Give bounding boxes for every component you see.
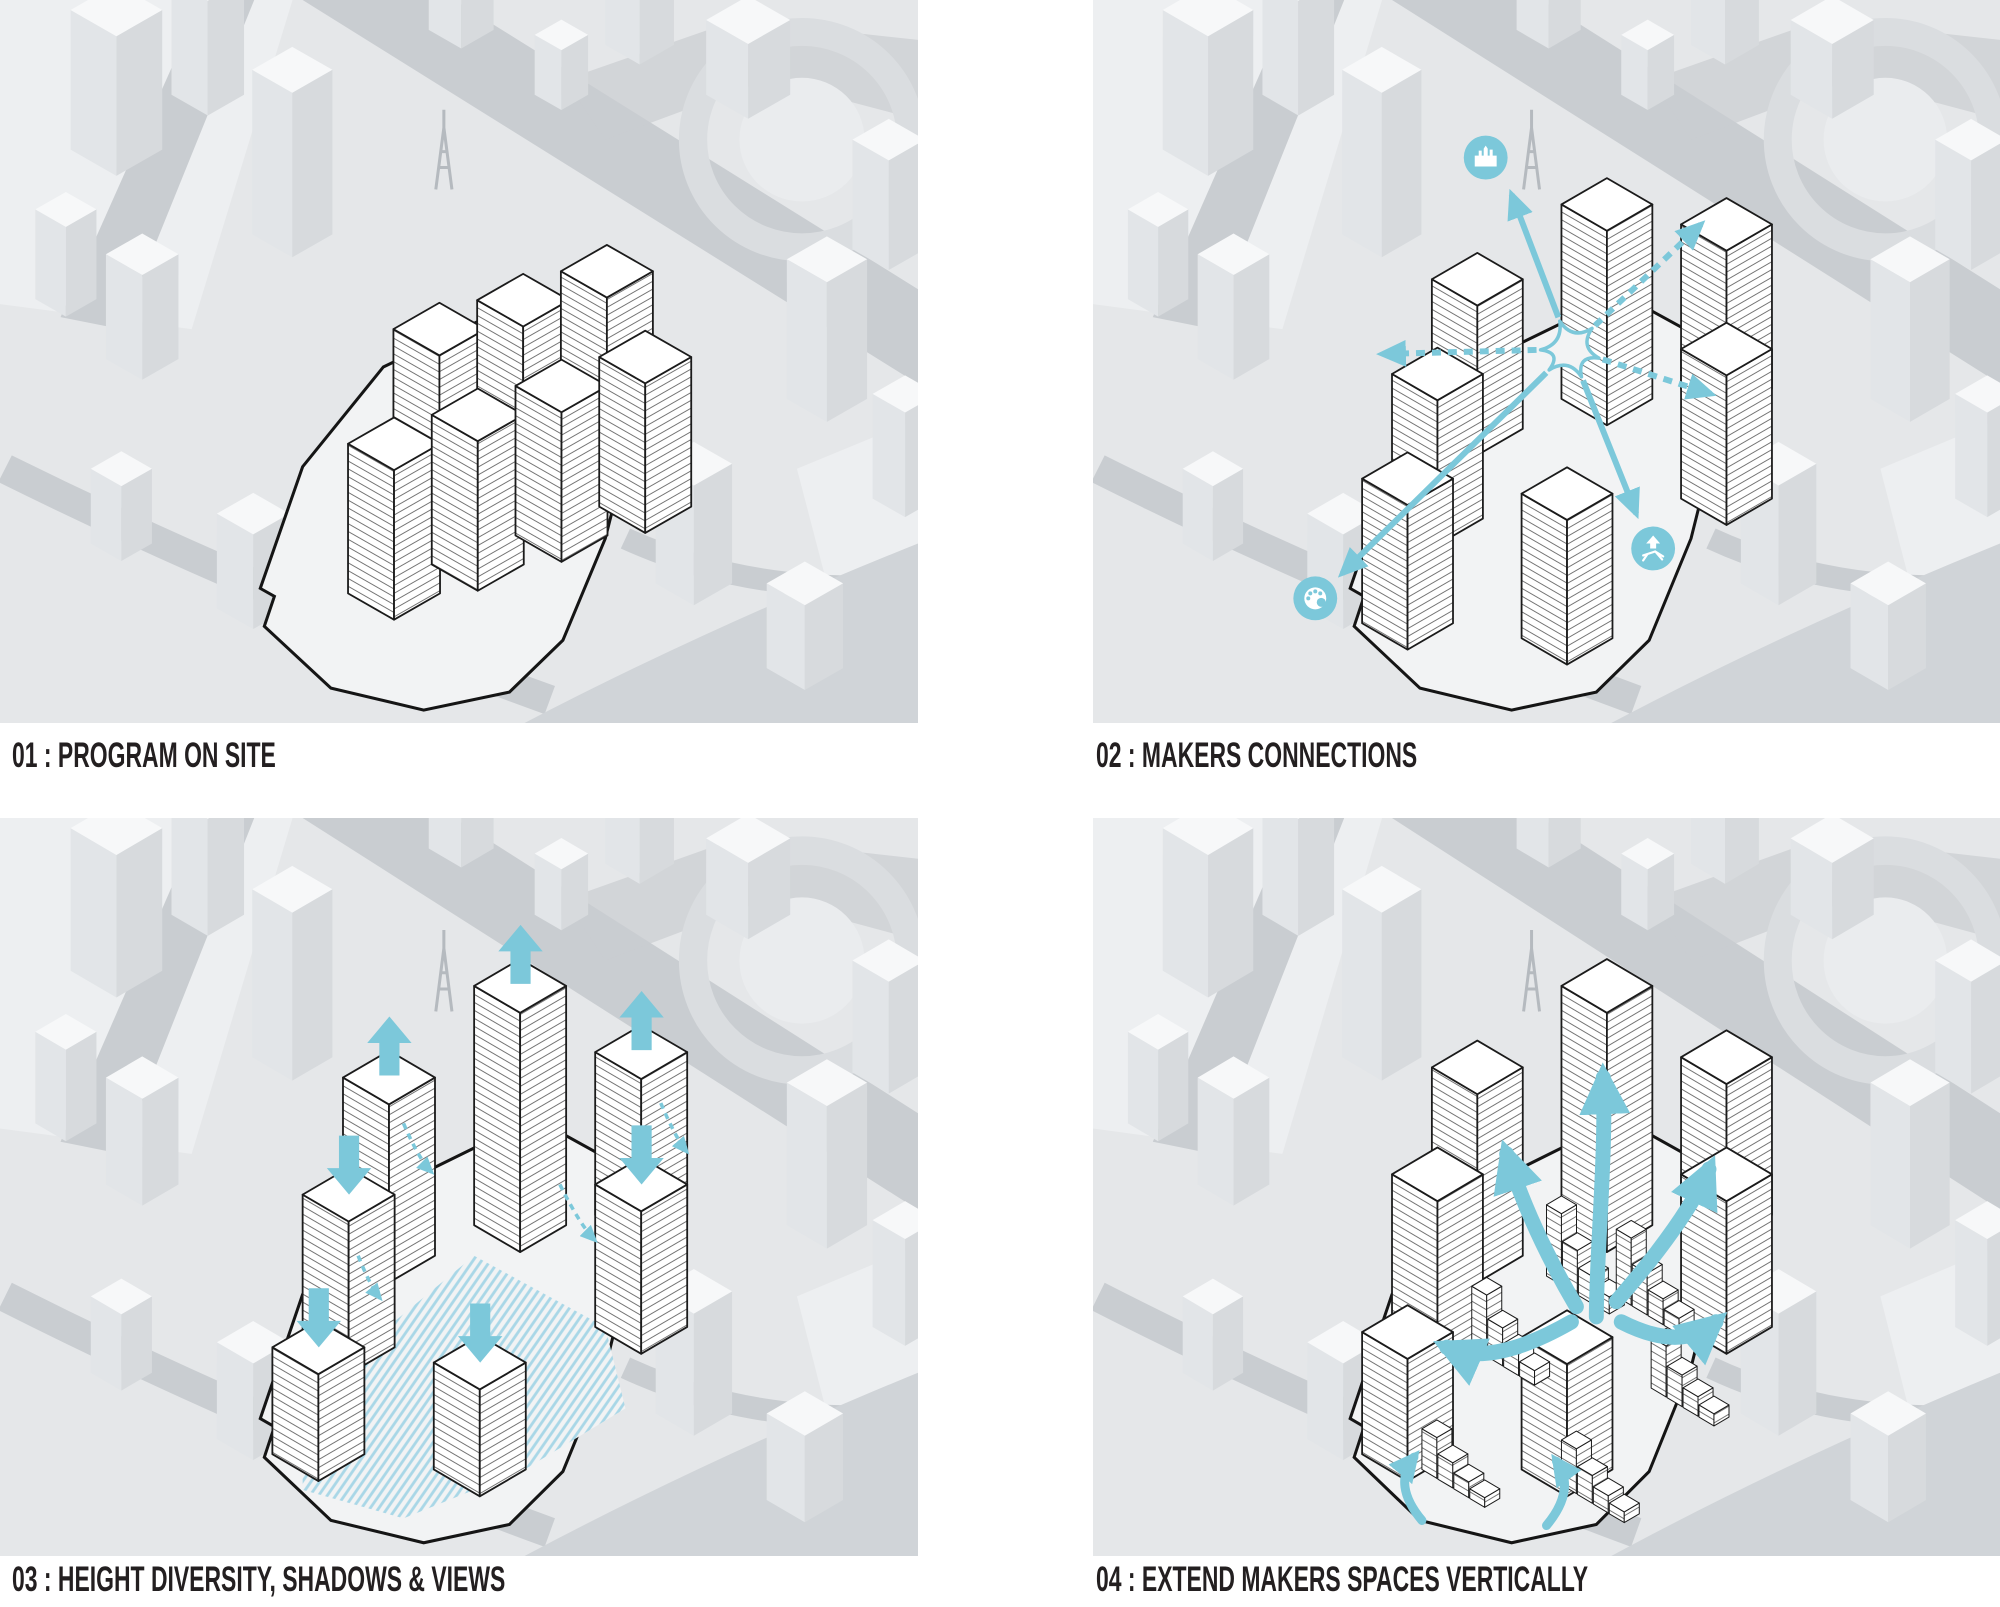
diagram-02 [1093, 0, 2000, 723]
growth-arrows [1388, 1062, 1728, 1531]
arrow-to-city [1507, 188, 1562, 319]
shadow-direction-arrow [356, 1255, 383, 1302]
caption-02: 02 : MAKERS CONNECTIONS [1096, 734, 1418, 776]
radio-tower-icon [434, 929, 454, 1012]
growth-arrow-small [1388, 1450, 1427, 1525]
diagram-04 [1093, 818, 2000, 1556]
diagram-01 [0, 0, 918, 723]
tower [598, 329, 693, 534]
voxel-cluster [1560, 1430, 1640, 1524]
up-arrow [498, 924, 543, 984]
growth-arrow [1493, 1139, 1584, 1315]
down-arrow [619, 1125, 664, 1185]
growth-arrow [1613, 1311, 1728, 1366]
shadow-direction-arrow [558, 1183, 598, 1243]
tower [514, 358, 609, 563]
tower [1698, 1395, 1730, 1427]
tower [1560, 177, 1654, 427]
growth-arrow [1608, 1155, 1718, 1310]
tower [271, 1319, 366, 1482]
radio-tower-icon [434, 109, 454, 190]
caption-01: 01 : PROGRAM ON SITE [12, 734, 276, 776]
tower [1469, 1479, 1501, 1508]
caption-03: 03 : HEIGHT DIVERSITY, SHADOWS & VIEWS [12, 1558, 506, 1600]
voxel-cluster [1421, 1419, 1501, 1508]
tower [432, 1334, 527, 1498]
up-arrow [619, 991, 664, 1051]
radio-tower-icon [1522, 929, 1542, 1012]
down-arrow [326, 1135, 372, 1195]
palette-icon [1293, 576, 1338, 621]
arrow-east [1601, 356, 1717, 400]
growth-arrow-small [1542, 1453, 1582, 1531]
voxel-cluster [1471, 1276, 1551, 1386]
up-arrow [367, 1016, 412, 1076]
growth-arrow [1433, 1314, 1579, 1386]
voxel-cluster [1650, 1327, 1730, 1427]
panel-height-diversity [0, 818, 918, 1556]
height-arrows [296, 924, 690, 1363]
panel-program-on-site [0, 0, 918, 723]
hub [1538, 319, 1601, 379]
shadow-direction-arrow [401, 1122, 435, 1175]
down-arrow [457, 1303, 503, 1363]
tower [1680, 1146, 1773, 1355]
tower [594, 1156, 689, 1355]
arrow-northeast [1592, 220, 1706, 328]
tower [1519, 1352, 1551, 1386]
caption-04: 04 : EXTEND MAKERS SPACES VERTICALLY [1096, 1558, 1589, 1600]
tower [347, 416, 441, 621]
growth-arrow [1579, 1062, 1631, 1325]
arrow-to-arts [1337, 370, 1549, 578]
shadow-direction-arrow [659, 1102, 690, 1155]
arrow-to-leisure [1580, 379, 1640, 520]
tower [1608, 1493, 1640, 1524]
radio-tower-icon [1522, 109, 1542, 190]
beach-chair-icon [1631, 526, 1676, 571]
panel-makers-connections [1093, 0, 2000, 723]
tower [1680, 321, 1773, 526]
tower [1520, 466, 1614, 666]
city-icon [1463, 135, 1508, 180]
tower [473, 958, 568, 1253]
diagram-03 [0, 818, 918, 1556]
arrow-west [1376, 339, 1537, 367]
tower [430, 387, 525, 592]
city-background [0, 0, 918, 723]
panel-extend-vertically [1093, 818, 2000, 1556]
down-arrow [296, 1288, 341, 1348]
connections-overlay [1293, 135, 1717, 621]
